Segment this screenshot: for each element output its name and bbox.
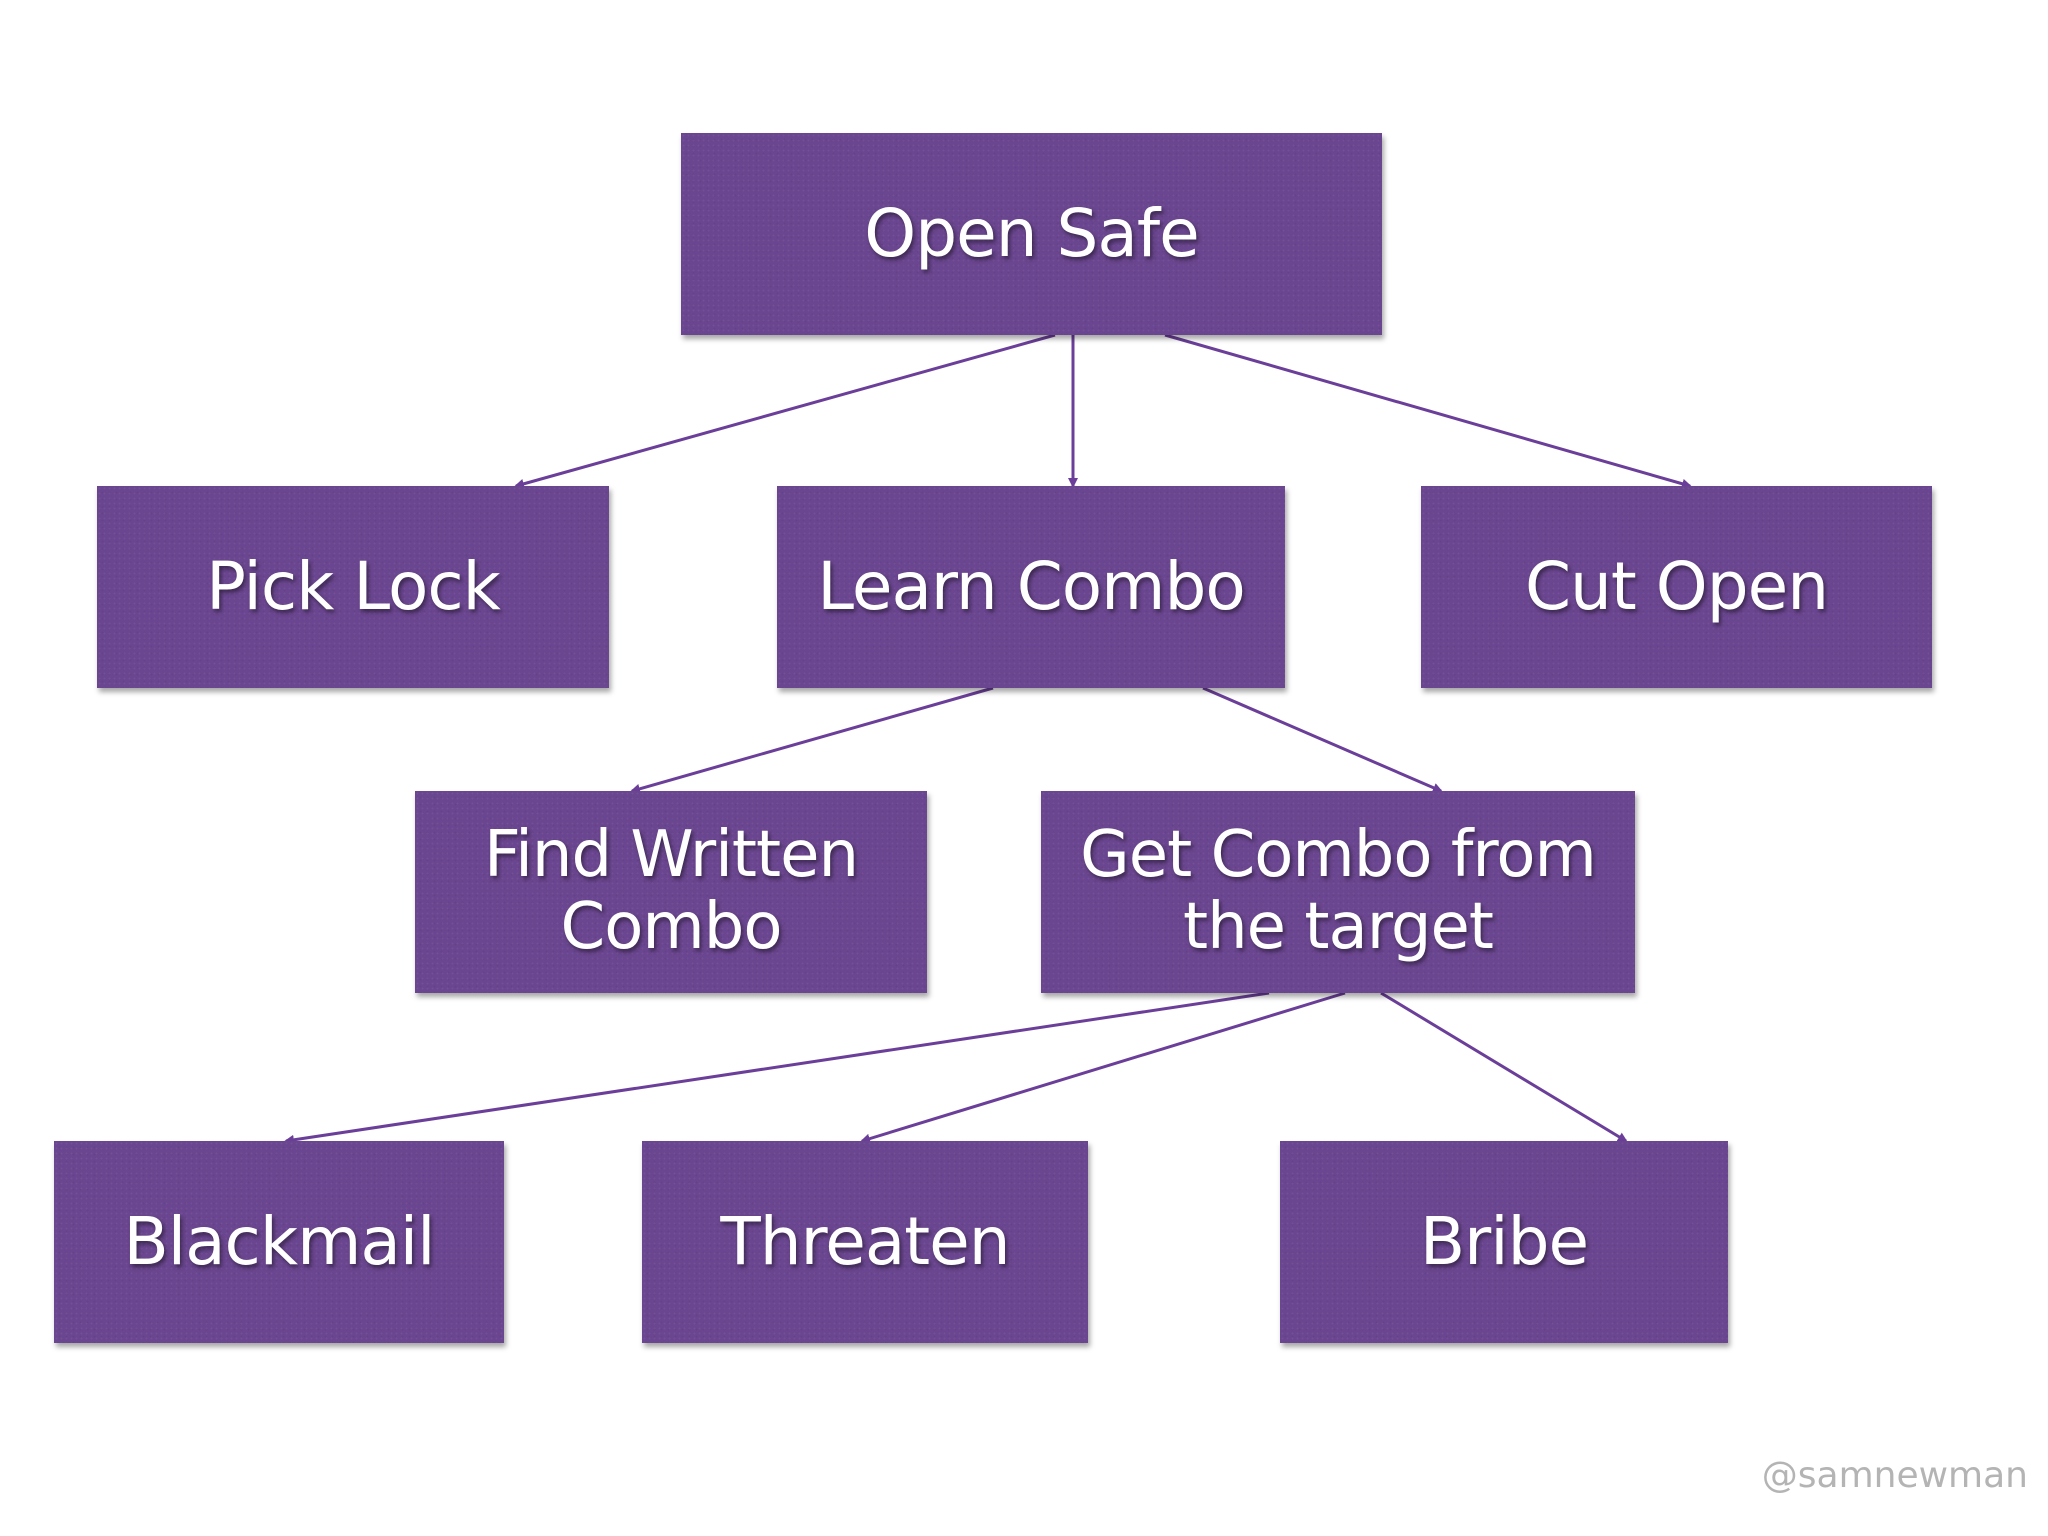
edge-get-combo-from-target-to-blackmail [284,991,1270,1145]
node-open-safe: Open Safe [681,133,1382,335]
node-find-written-combo: Find Written Combo [415,791,927,993]
node-label: Learn Combo [817,548,1245,626]
edge-get-combo-from-target-to-threaten [860,991,1346,1144]
node-threaten: Threaten [642,1141,1088,1343]
edge-open-safe-to-cut-open [1164,333,1692,489]
node-pick-lock: Pick Lock [97,486,609,688]
node-cut-open: Cut Open [1421,486,1932,688]
node-blackmail: Blackmail [54,1141,504,1343]
edge-learn-combo-to-find-written-combo [630,686,994,794]
node-label: Blackmail [123,1203,436,1281]
node-label: Get Combo from the target [1080,818,1597,964]
node-label: Cut Open [1524,548,1829,626]
node-learn-combo: Learn Combo [777,486,1285,688]
node-label: Find Written Combo [483,818,859,964]
edge-get-combo-from-target-to-bribe [1380,991,1628,1143]
node-label: Threaten [720,1203,1010,1281]
edge-learn-combo-to-get-combo-from-target [1202,686,1443,793]
edge-open-safe-to-pick-lock [514,333,1056,489]
node-label: Open Safe [864,195,1199,273]
node-get-combo-from-target: Get Combo from the target [1041,791,1635,993]
node-bribe: Bribe [1280,1141,1728,1343]
node-label: Pick Lock [206,548,501,626]
node-label: Bribe [1419,1203,1589,1281]
watermark: @samnewman [1761,1455,2028,1496]
